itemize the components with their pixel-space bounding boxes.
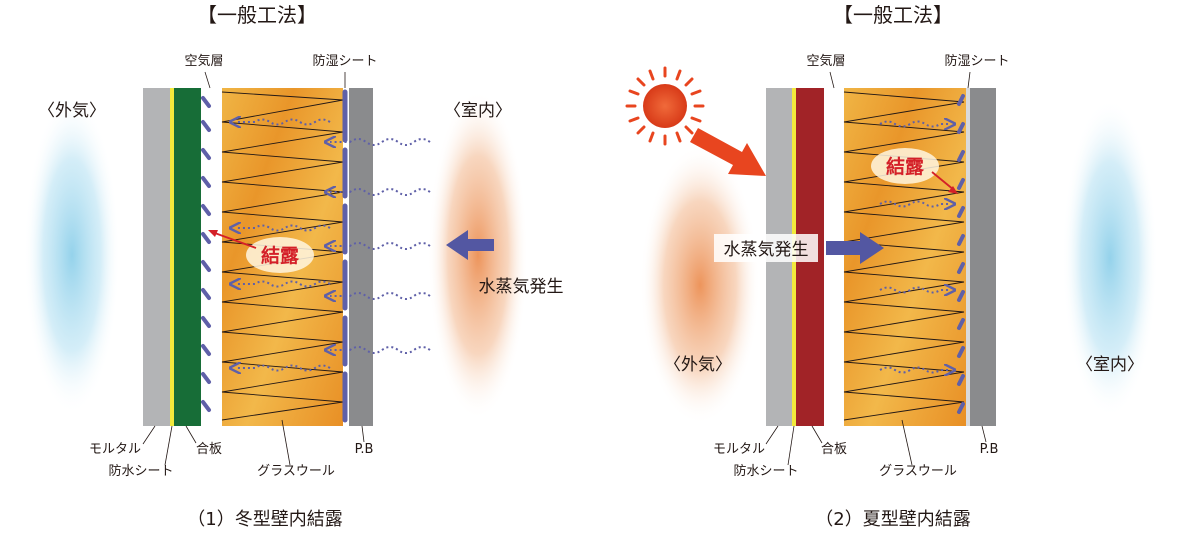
cold-air-glow xyxy=(1062,98,1158,418)
vapor-barrier-gap xyxy=(343,88,349,426)
condensation-label: 結露 xyxy=(886,155,925,178)
mortar-layer xyxy=(143,88,170,426)
air-layer-leader xyxy=(829,71,835,89)
outside-label: 〈外気〉 xyxy=(38,101,106,121)
vapor-barrier-leader xyxy=(967,71,971,89)
condensation-pointer-head xyxy=(208,230,218,237)
condensation-droplets xyxy=(957,94,965,414)
vapor-source-box xyxy=(714,234,818,262)
panel-caption: （1）冬型壁内結露 xyxy=(187,509,342,530)
plywood-leader xyxy=(811,425,823,444)
warm-air-glow xyxy=(640,145,760,425)
plasterboard-leader xyxy=(981,425,987,443)
condensation-pointer-head xyxy=(948,186,958,194)
plasterboard-leader xyxy=(361,425,365,443)
panel-header: 【一般工法】 xyxy=(197,3,317,27)
plywood-label: 合板 xyxy=(196,442,222,457)
outside-label: 〈外気〉 xyxy=(664,355,732,375)
inside-label: 〈室内〉 xyxy=(444,101,512,121)
mortar-leader xyxy=(142,425,156,445)
sun-icon xyxy=(625,66,705,146)
panel-header: 【一般工法】 xyxy=(833,3,953,27)
vapor-flows-inside xyxy=(330,139,431,353)
glass-wool-label: グラスウール xyxy=(879,464,957,479)
condensation-droplets xyxy=(201,96,211,412)
panel-winter: 【一般工法】 〈外気〉 〈室内〉 xyxy=(24,3,564,530)
condensation-highlight xyxy=(871,148,939,184)
plasterboard-label: P.B xyxy=(980,442,999,457)
air-layer-leader xyxy=(204,71,211,89)
plywood-layer xyxy=(174,88,201,426)
glass-wool-fiber xyxy=(843,91,965,421)
air-layer-label: 空気層 xyxy=(806,53,845,69)
condensation-label: 結露 xyxy=(261,244,300,267)
vapor-barrier-layer xyxy=(966,88,970,426)
panel-caption: （2）夏型壁内結露 xyxy=(815,509,970,530)
condensation-pointer xyxy=(931,171,955,191)
vapor-flows-wall xyxy=(235,120,331,371)
plywood-label: 合板 xyxy=(821,442,847,457)
condensation-highlight xyxy=(246,237,314,273)
mortar-leader xyxy=(765,425,779,445)
vapor-barrier-label: 防湿シート xyxy=(944,53,1009,69)
waterproof-sheet-leader xyxy=(787,425,795,466)
vapor-barrier-label: 防湿シート xyxy=(312,53,377,69)
glass-wool-leader xyxy=(901,419,913,466)
mortar-label: モルタル xyxy=(89,442,141,457)
heat-arrow xyxy=(690,128,766,176)
waterproof-sheet-label: 防水シート xyxy=(108,463,173,479)
glass-wool-leader xyxy=(281,419,291,466)
vapor-flow-arrow xyxy=(446,230,494,260)
vapor-source-label: 水蒸気発生 xyxy=(479,277,564,297)
vapor-flow-arrow xyxy=(826,232,884,264)
mortar-label: モルタル xyxy=(713,442,765,457)
panel-summer: 【一般工法】 〈外気〉 〈室内〉 xyxy=(625,3,1158,530)
condensation-pointer xyxy=(211,231,257,249)
waterproof-sheet-leader xyxy=(164,425,173,466)
vapor-source-label: 水蒸気発生 xyxy=(724,240,809,260)
plasterboard-layer xyxy=(970,88,996,426)
air-layer-label: 空気層 xyxy=(184,53,223,69)
plasterboard-label: P.B xyxy=(355,442,374,457)
warm-air-glow xyxy=(428,90,528,420)
glass-wool-label: グラスウール xyxy=(257,464,335,479)
waterproof-sheet-label: 防水シート xyxy=(733,463,798,479)
inside-label: 〈室内〉 xyxy=(1076,355,1144,375)
waterproof-sheet-layer xyxy=(170,88,174,426)
cold-air-glow xyxy=(24,95,120,415)
vapor-flows-wall xyxy=(879,122,950,373)
plywood-leader xyxy=(185,425,197,444)
